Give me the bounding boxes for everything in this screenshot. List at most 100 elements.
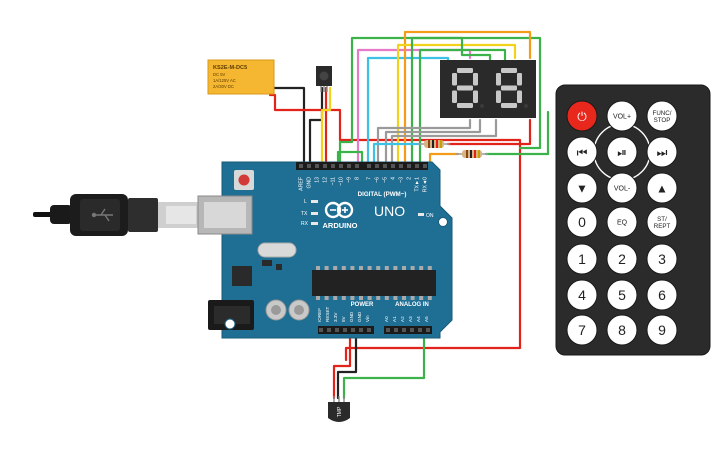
temperature-sensor[interactable]: TMP: [328, 396, 350, 422]
power-pin-label: Vin: [365, 315, 370, 322]
digital-pin-label: 12: [322, 177, 328, 183]
relay-module[interactable]: KS2E-M-DC5 DC 5V 1A/125V AC 2A/30V DC: [207, 59, 275, 95]
digital-pin-label: ~10: [338, 177, 344, 186]
status-leds: L TX RX: [301, 199, 318, 227]
wire-seg-gray-b[interactable]: [384, 118, 482, 167]
chip-pin: [410, 296, 415, 300]
segment-a: [457, 68, 473, 73]
wire-seg-gray-a[interactable]: [376, 118, 472, 167]
chip-pin: [367, 266, 372, 270]
resistor-2[interactable]: [456, 150, 488, 158]
header-pin: [335, 328, 339, 332]
svg-text:1: 1: [578, 251, 586, 267]
chip-pin: [419, 266, 424, 270]
analog-header[interactable]: [384, 326, 432, 334]
header-pin: [359, 328, 363, 332]
remote-button-up[interactable]: ▲: [646, 172, 678, 204]
wire-res-b-out[interactable]: [484, 110, 550, 156]
segment-c: [517, 90, 522, 103]
usb-cable[interactable]: [33, 194, 198, 236]
svg-text:5: 5: [618, 287, 626, 303]
wire-tmp-gnd[interactable]: [336, 328, 358, 400]
brand-label: ARDUINO: [323, 221, 358, 230]
up-arrow-icon: ▲: [656, 181, 668, 195]
seven-segment-display[interactable]: [440, 60, 536, 118]
svg-text:VOL+: VOL+: [613, 114, 631, 121]
ir-receiver[interactable]: [316, 66, 332, 92]
digital-header[interactable]: [296, 162, 428, 170]
power-pin-label: RESET: [325, 306, 330, 322]
wire-gnd-bus[interactable]: [336, 150, 364, 167]
remote-button-eq[interactable]: EQ: [606, 206, 638, 238]
remote-button-num-1[interactable]: 1: [566, 243, 598, 275]
wire-seg-gray-c[interactable]: [390, 118, 498, 167]
wire-tmp-signal[interactable]: [342, 328, 426, 400]
wire-seg-green-c[interactable]: [418, 48, 507, 167]
wire-relay-gnd[interactable]: [260, 86, 306, 167]
decimal-point: [480, 104, 484, 108]
chip-pin: [341, 266, 346, 270]
wire-ir-signal[interactable]: [320, 86, 332, 167]
wire-seg-orange-a[interactable]: [403, 30, 532, 167]
svg-text:9: 9: [658, 322, 666, 338]
relay-spec-3: 2A/30V DC: [213, 84, 234, 89]
resistor-1[interactable]: [418, 140, 450, 148]
skip-back-icon: ⏮: [577, 145, 588, 159]
remote-button-st-rept[interactable]: ST/REPT: [646, 206, 678, 238]
remote-button-prev[interactable]: ⏮: [566, 136, 598, 168]
remote-button-vol-up[interactable]: VOL+: [606, 100, 638, 132]
wire-res-a-out[interactable]: [446, 118, 532, 146]
model-label: UNO: [374, 203, 405, 219]
remote-button-next[interactable]: ⏭: [646, 136, 678, 168]
remote-button-num-5[interactable]: 5: [606, 279, 638, 311]
relay-spec-2: 1A/125V AC: [213, 78, 236, 83]
remote-button-num-3[interactable]: 3: [646, 243, 678, 275]
relay-part-label: KS2E-M-DC5: [213, 65, 247, 71]
remote-button-func-stop[interactable]: FUNC/STOP: [646, 100, 678, 132]
segment-e: [452, 90, 457, 103]
svg-text:2: 2: [618, 251, 626, 267]
atmega-chip: [312, 270, 436, 296]
header-pin: [327, 328, 331, 332]
power-pin-label: IOREF: [317, 308, 322, 322]
chip-pin: [376, 266, 381, 270]
wire-tmp-vcc[interactable]: [332, 328, 352, 400]
header-pin: [426, 328, 430, 332]
remote-button-play-pause[interactable]: ⏯: [606, 136, 638, 168]
wire-seg-green-b[interactable]: [410, 36, 492, 167]
on-led: [418, 213, 424, 216]
remote-button-num-7[interactable]: 7: [566, 314, 598, 346]
chip-pin: [393, 266, 398, 270]
on-label: ON: [426, 213, 434, 219]
wire-seg-green-a[interactable]: [338, 36, 542, 167]
wire-res-a[interactable]: [372, 142, 422, 167]
power-pin-label: GND: [349, 311, 354, 322]
svg-text:8: 8: [618, 322, 626, 338]
wire-seg-cyan[interactable]: [366, 56, 450, 167]
remote-button-num-0[interactable]: 0: [566, 206, 598, 238]
remote-button-vol-down[interactable]: VOL-: [606, 172, 638, 204]
digital-header-pins: [299, 164, 427, 168]
remote-button-power[interactable]: ⏻: [566, 100, 598, 132]
wire-res-b[interactable]: [428, 152, 460, 167]
remote-button-down[interactable]: ▼: [566, 172, 598, 204]
chip-pin: [324, 266, 329, 270]
digital-pin-label: GND: [306, 177, 312, 189]
header-pin: [351, 328, 355, 332]
analog-pin-label: A0: [384, 316, 389, 322]
segment-g: [501, 85, 517, 91]
remote-button-num-2[interactable]: 2: [606, 243, 638, 275]
wire-seg-yellow[interactable]: [396, 43, 517, 167]
power-label: POWER: [351, 302, 374, 308]
remote-button-num-9[interactable]: 9: [646, 314, 678, 346]
voltage-regulator: [232, 266, 252, 286]
wire-ir-gnd[interactable]: [308, 86, 324, 167]
digital-pin-label: ~5: [382, 177, 388, 183]
remote-button-num-4[interactable]: 4: [566, 279, 598, 311]
wire-relay-signal[interactable]: [268, 93, 522, 362]
remote-button-num-8[interactable]: 8: [606, 314, 638, 346]
remote-button-num-6[interactable]: 6: [646, 279, 678, 311]
